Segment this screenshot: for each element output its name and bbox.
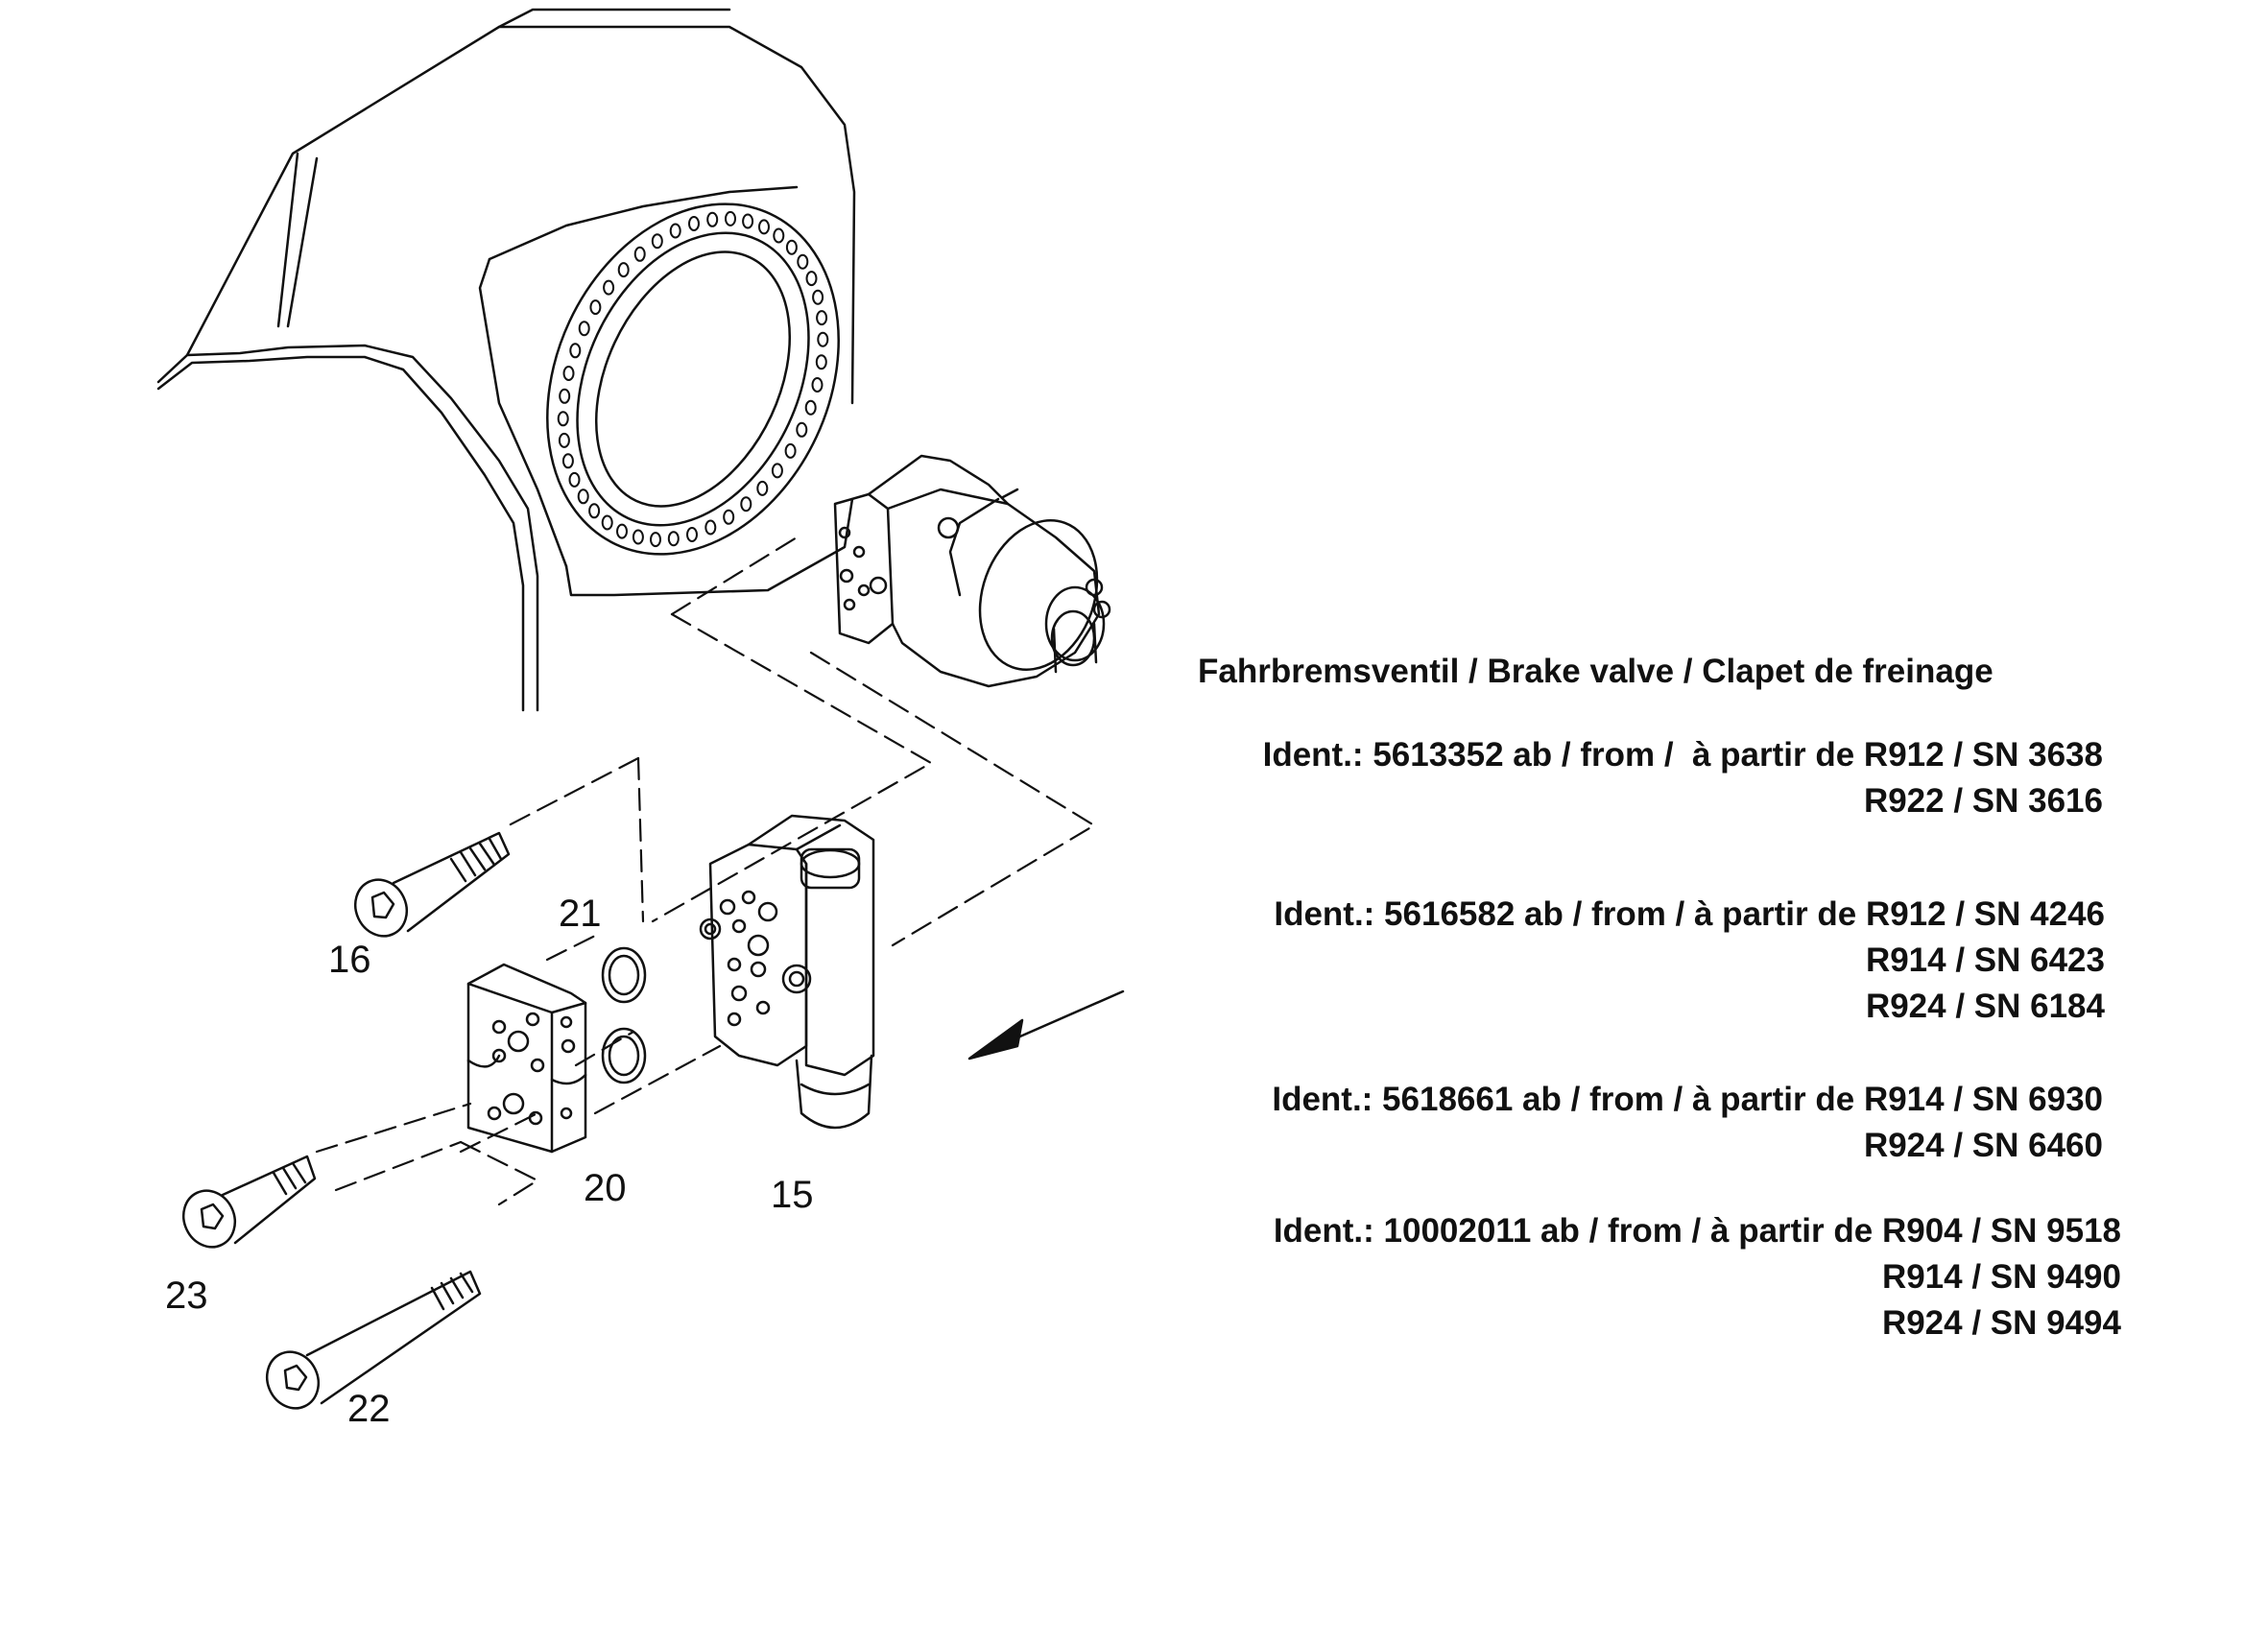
ident-line: Ident.: 10002011 ab / from / à partir de… <box>1273 1212 2121 1250</box>
ring-bolt-hole <box>669 223 681 239</box>
ring-bolt-hole <box>704 519 717 536</box>
ring-bolt-hole <box>569 343 582 359</box>
o-rings-21 <box>601 946 647 1084</box>
screw-22 <box>265 1270 482 1410</box>
ident-line: R922 / SN 3616 <box>1863 782 2103 820</box>
ring-bolt-hole <box>568 471 581 488</box>
ring-bolt-hole <box>756 480 769 496</box>
ring-bolt-hole <box>688 216 700 231</box>
ring-bolt-holes <box>557 210 829 548</box>
ring-bolt-hole <box>816 310 828 326</box>
ring-bolt-hole <box>617 262 630 278</box>
ring-bolt-hole <box>601 514 613 531</box>
ring-bolt-hole <box>785 239 798 255</box>
ring-bolt-hole <box>686 527 698 542</box>
ring-bolt-hole <box>706 211 719 227</box>
ring-bolt-hole <box>796 421 808 438</box>
ring-bolt-hole <box>632 529 644 545</box>
ring-bolt-hole <box>797 253 809 270</box>
ring-bolt-hole <box>651 233 663 250</box>
ring-bolt-hole <box>558 432 570 448</box>
ring-bolt-hole <box>811 377 824 393</box>
ring-bolt-hole <box>633 246 646 262</box>
direction-arrow <box>967 989 1125 1060</box>
slewing-ring <box>546 203 840 556</box>
diagram-title: Fahrbremsventil / Brake valve / Clapet d… <box>1198 653 1993 690</box>
ring-bolt-hole <box>667 531 680 547</box>
ident-line: Ident.: 5616582 ab / from / à partir de … <box>1274 895 2105 933</box>
ring-bolt-hole <box>725 210 736 226</box>
part-label-21: 21 <box>559 893 602 935</box>
ident-line: Ident.: 5618661 ab / from / à partir de … <box>1272 1081 2103 1118</box>
ring-bolt-hole <box>784 442 797 459</box>
ring-bolt-hole <box>559 388 571 404</box>
ring-bolt-hole <box>589 299 602 316</box>
ring-bolt-hole <box>815 354 827 370</box>
ring-bolt-hole <box>562 366 575 381</box>
ring-bolt-hole <box>804 399 817 416</box>
ring-bolt-hole <box>557 411 569 427</box>
ring-bolt-hole <box>742 213 754 229</box>
screw-16 <box>353 831 511 938</box>
assembly-lines <box>315 536 1096 1206</box>
ring-bolt-hole <box>603 279 615 296</box>
adapter-plate-20 <box>466 963 587 1154</box>
part-label-16: 16 <box>328 939 371 981</box>
brake-valve-15 <box>699 814 875 1130</box>
ring-bolt-hole <box>561 453 574 469</box>
part-label-15: 15 <box>771 1174 814 1216</box>
ring-bolt-hole <box>740 496 752 512</box>
ring-bolt-hole <box>588 503 601 519</box>
part-label-20: 20 <box>584 1167 627 1209</box>
hydraulic-motor <box>833 454 1111 688</box>
screw-23 <box>181 1155 317 1249</box>
ring-bolt-hole <box>805 271 818 287</box>
ident-line: Ident.: 5613352 ab / from / à partir de … <box>1262 736 2103 774</box>
ring-bolt-hole <box>758 219 770 235</box>
part-label-22: 22 <box>347 1388 391 1430</box>
ident-line: R924 / SN 6184 <box>1865 988 2105 1025</box>
ring-bolt-hole <box>577 488 589 505</box>
part-label-23: 23 <box>165 1275 208 1317</box>
ring-bolt-hole <box>812 289 824 305</box>
ident-line: R914 / SN 9490 <box>1881 1258 2121 1296</box>
ident-line: R914 / SN 6423 <box>1865 941 2105 979</box>
ring-bolt-hole <box>650 532 661 548</box>
ring-bolt-hole <box>723 509 735 525</box>
ring-bolt-hole <box>773 227 785 244</box>
machine-housing <box>156 8 856 712</box>
ring-bolt-hole <box>616 523 628 539</box>
ring-bolt-hole <box>771 463 783 479</box>
ring-bolt-hole <box>578 321 590 337</box>
ident-line: R924 / SN 6460 <box>1863 1127 2103 1164</box>
ring-bolt-hole <box>817 331 829 347</box>
ident-line: R924 / SN 9494 <box>1881 1304 2121 1342</box>
